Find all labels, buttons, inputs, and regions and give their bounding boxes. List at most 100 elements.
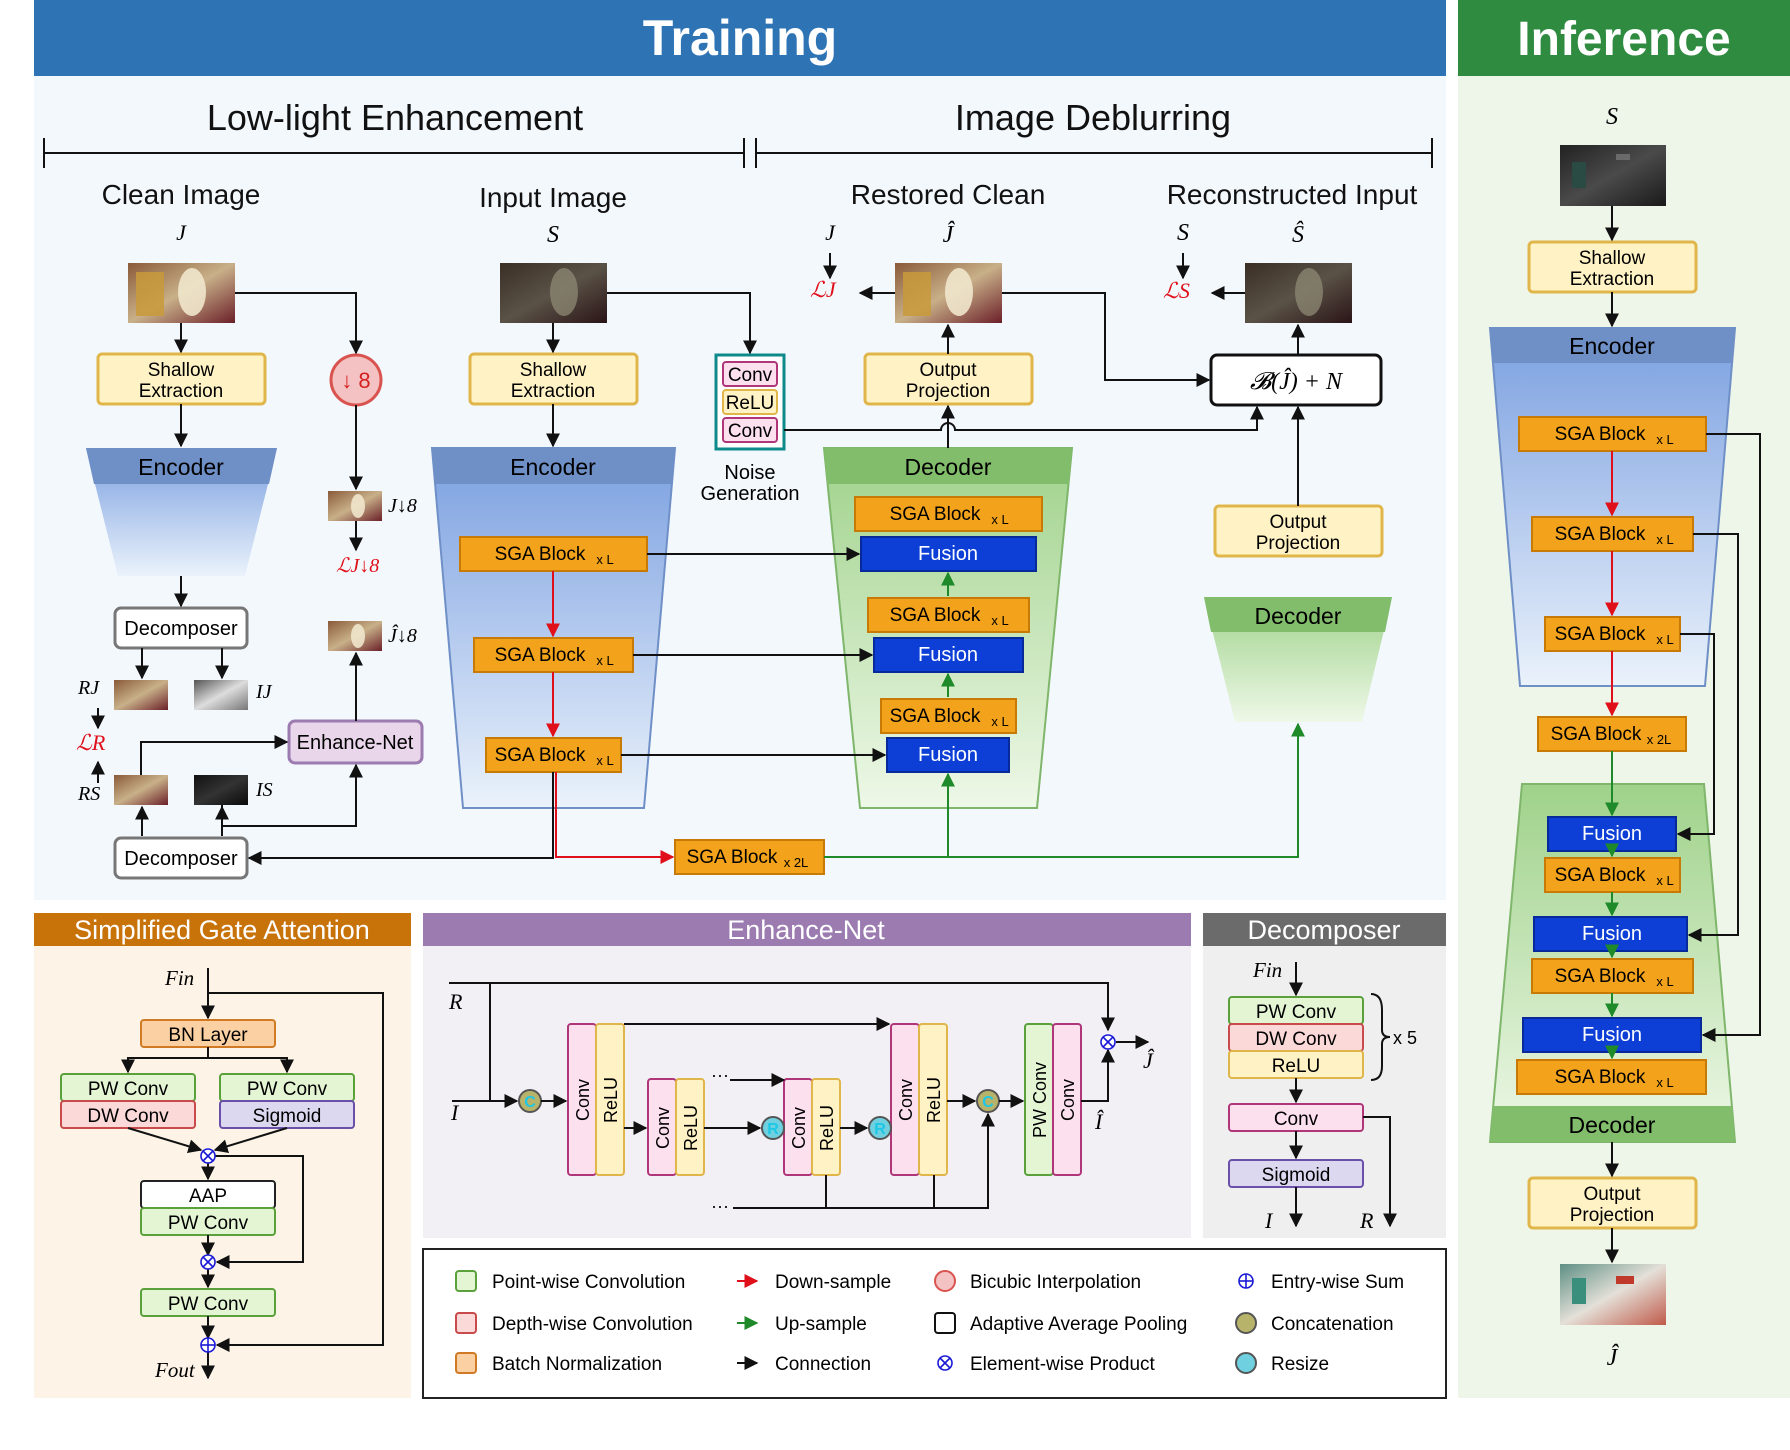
enhance-R: R xyxy=(448,989,463,1014)
enhance-Jhat: Ĵ xyxy=(1143,1048,1155,1073)
svg-text:Conv: Conv xyxy=(653,1107,673,1149)
inf-sga-bottleneck: SGA Block x 2L xyxy=(1537,716,1687,752)
noise-conv1 xyxy=(722,361,778,387)
sym-J-clean: J xyxy=(176,220,187,245)
jds-photo xyxy=(328,491,382,521)
legend-items: Point-wise Convolution Depth-wise Convol… xyxy=(455,1270,1404,1375)
rj-photo xyxy=(114,680,168,710)
legend-bn: Batch Normalization xyxy=(492,1354,662,1375)
inf-sga-enc-3: SGA Block x L xyxy=(1544,616,1681,652)
enhance-panel-header xyxy=(423,913,1191,946)
jhat-ds-photo xyxy=(328,621,382,651)
inf-shallow-line2: Extraction xyxy=(1570,269,1654,290)
inf-encoder-label: Encoder xyxy=(1569,333,1655,359)
svg-text:Fusion: Fusion xyxy=(918,543,978,565)
legend-bn-swatch xyxy=(455,1352,477,1374)
input-image-photo xyxy=(500,263,607,323)
svg-text:x 2L: x 2L xyxy=(784,855,809,870)
enhance-layer-labels: Conv ReLU Conv ReLU Conv ReLU Conv ReLU … xyxy=(573,1062,1078,1151)
inf-fusion-1: Fusion xyxy=(1547,816,1677,852)
svg-text:ReLU: ReLU xyxy=(601,1077,621,1123)
svg-text:x L: x L xyxy=(596,552,613,567)
svg-text:SGA Block: SGA Block xyxy=(1555,524,1646,545)
legend-bicubic-icon xyxy=(934,1270,956,1292)
enhance-I: I xyxy=(450,1100,460,1125)
inference-header xyxy=(1458,0,1790,76)
svg-text:SGA Block: SGA Block xyxy=(890,504,981,525)
sga-panel-title: Simplified Gate Attention xyxy=(74,915,370,945)
svg-text:SGA Block: SGA Block xyxy=(1555,865,1646,886)
sga-connections xyxy=(121,968,384,1380)
inference-title: Inference xyxy=(1517,13,1730,66)
svg-text:x 2L: x 2L xyxy=(1647,732,1672,747)
svg-text:Fusion: Fusion xyxy=(1582,823,1642,845)
sga-sigmoid-label: Sigmoid xyxy=(253,1106,322,1127)
encoder-clean-label: Encoder xyxy=(138,454,224,480)
enh-conv-5 xyxy=(1052,1023,1082,1176)
legend-dw-swatch xyxy=(455,1312,477,1334)
svg-text:x L: x L xyxy=(1656,432,1673,447)
svg-text:ReLU: ReLU xyxy=(817,1105,837,1151)
svg-text:x L: x L xyxy=(991,613,1008,628)
legend-concat-icon xyxy=(1235,1312,1257,1334)
enhance-panel-title: Enhance-Net xyxy=(727,915,885,945)
sga-block-enc-1: SGA Block x L xyxy=(459,536,648,572)
loss-S: ℒS xyxy=(1163,278,1190,303)
svg-text:SGA Block: SGA Block xyxy=(495,745,586,766)
svg-text:Fusion: Fusion xyxy=(1582,923,1642,945)
sym-Jds: J↓8 xyxy=(388,495,417,517)
legend-product: Element-wise Product xyxy=(970,1354,1156,1375)
enhance-dots-3: ··· xyxy=(711,1196,729,1216)
dec-pw-label: PW Conv xyxy=(1256,1002,1337,1023)
fusion-2: Fusion xyxy=(873,637,1024,673)
svg-text:SGA Block: SGA Block xyxy=(1555,424,1646,445)
legend-conn: Connection xyxy=(775,1354,871,1375)
section-brackets xyxy=(43,138,1433,168)
svg-text:R: R xyxy=(767,1121,779,1138)
legend-resize: Resize xyxy=(1271,1354,1329,1375)
svg-text:SGA Block: SGA Block xyxy=(1555,1067,1646,1088)
inf-decoder-label: Decoder xyxy=(1569,1112,1656,1138)
noise-relu-label: ReLU xyxy=(726,393,775,414)
reconstructed-image-photo xyxy=(1245,263,1352,323)
inference-connections xyxy=(1605,206,1761,1264)
decomposer-panel-bg xyxy=(1203,946,1446,1238)
svg-text:Fusion: Fusion xyxy=(918,744,978,766)
restored-clean-title: Restored Clean xyxy=(851,179,1046,210)
svg-text:x L: x L xyxy=(1656,1075,1673,1090)
dec-relu-label: ReLU xyxy=(1272,1056,1321,1077)
svg-text:x L: x L xyxy=(991,714,1008,729)
enhance-Ihat: Î xyxy=(1094,1109,1104,1134)
svg-text:SGA Block: SGA Block xyxy=(1551,724,1642,745)
decoder-restored-header xyxy=(824,448,1072,484)
inf-shallow-line1: Shallow xyxy=(1579,248,1646,269)
sga-pw-right-label: PW Conv xyxy=(247,1079,328,1100)
dec-R: R xyxy=(1359,1208,1374,1233)
dec-conv-label: Conv xyxy=(1274,1109,1319,1130)
down8-label: ↓ 8 xyxy=(341,368,370,393)
svg-text:R: R xyxy=(874,1121,886,1138)
svg-text:C: C xyxy=(524,1094,536,1111)
enh-relu-1 xyxy=(595,1023,625,1176)
decomposer-clean xyxy=(113,606,249,650)
legend-up: Up-sample xyxy=(775,1314,867,1335)
encoder-input-header xyxy=(432,448,675,484)
decoder-recon-header xyxy=(1204,597,1392,632)
legend-bicubic: Bicubic Interpolation xyxy=(970,1272,1141,1293)
legend-dw: Depth-wise Convolution xyxy=(492,1314,693,1335)
svg-text:Fusion: Fusion xyxy=(918,644,978,666)
loss-Jds: ℒJ↓8 xyxy=(336,555,379,577)
noise-label-line2: Generation xyxy=(701,483,800,505)
ij-photo xyxy=(194,680,248,710)
dec-x5: x 5 xyxy=(1393,1028,1417,1048)
svg-text:x L: x L xyxy=(1656,873,1673,888)
sym-Shat: Ŝ xyxy=(1292,221,1304,248)
inf-sga-enc-1: SGA Block x L xyxy=(1518,416,1707,452)
loss-R: ℒR xyxy=(76,730,106,755)
inf-sym-S: S xyxy=(1606,104,1618,130)
svg-text:SGA Block: SGA Block xyxy=(495,645,586,666)
svg-text:x L: x L xyxy=(596,653,613,668)
noise-label-line1: Noise xyxy=(724,462,775,484)
svg-text:SGA Block: SGA Block xyxy=(1555,624,1646,645)
